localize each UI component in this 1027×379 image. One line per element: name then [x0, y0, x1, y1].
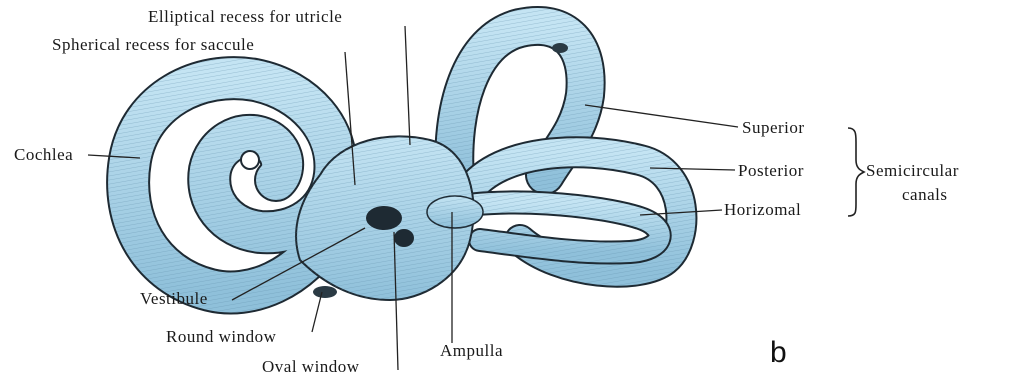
label-semicircular: Semicircular: [866, 161, 959, 180]
canals-bracket: [848, 128, 864, 216]
label-spherical-recess: Spherical recess for saccule: [52, 35, 254, 54]
leader-round-window: [312, 292, 322, 332]
leader-elliptical: [405, 26, 410, 145]
leader-superior: [585, 105, 738, 127]
label-canals: canals: [902, 185, 947, 204]
label-vestibule: Vestibule: [140, 289, 208, 308]
round-window-shape: [313, 286, 337, 298]
oval-window-shape-2: [394, 229, 414, 247]
label-ampulla: Ampulla: [440, 341, 503, 360]
label-superior: Superior: [742, 118, 805, 137]
label-horizontal: Horizomal: [724, 200, 801, 219]
panel-letter: b: [770, 336, 787, 369]
label-posterior: Posterior: [738, 161, 804, 180]
label-elliptical-recess: Elliptical recess for utricle: [148, 7, 342, 26]
label-oval-window: Oval window: [262, 357, 360, 376]
oval-window-shape: [366, 206, 402, 230]
label-round-window: Round window: [166, 327, 277, 346]
label-cochlea: Cochlea: [14, 145, 73, 164]
